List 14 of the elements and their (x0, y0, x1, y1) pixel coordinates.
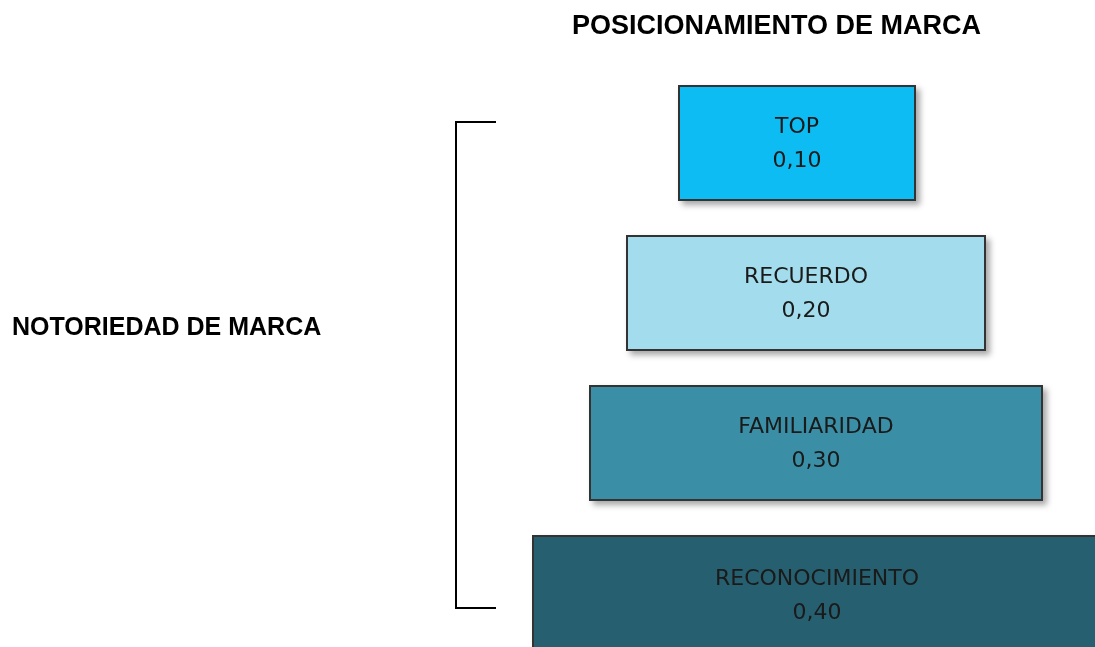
level-value: 0,30 (791, 446, 841, 474)
pyramid-level-box (626, 235, 986, 351)
group-label: NOTORIEDAD DE MARCA (12, 312, 322, 341)
pyramid-level-box (589, 385, 1043, 501)
level-value: 0,40 (792, 598, 842, 626)
level-value: 0,20 (781, 296, 831, 324)
pyramid-level-box (532, 535, 1095, 647)
diagram-title: POSICIONAMIENTO DE MARCA (572, 10, 982, 41)
level-value: 0,10 (772, 146, 822, 174)
level-name: TOP (775, 112, 819, 140)
level-name: RECONOCIMIENTO (714, 564, 920, 592)
level-name: RECUERDO (743, 262, 869, 290)
level-name: FAMILIARIDAD (738, 412, 894, 440)
pyramid-level-box (678, 85, 916, 201)
